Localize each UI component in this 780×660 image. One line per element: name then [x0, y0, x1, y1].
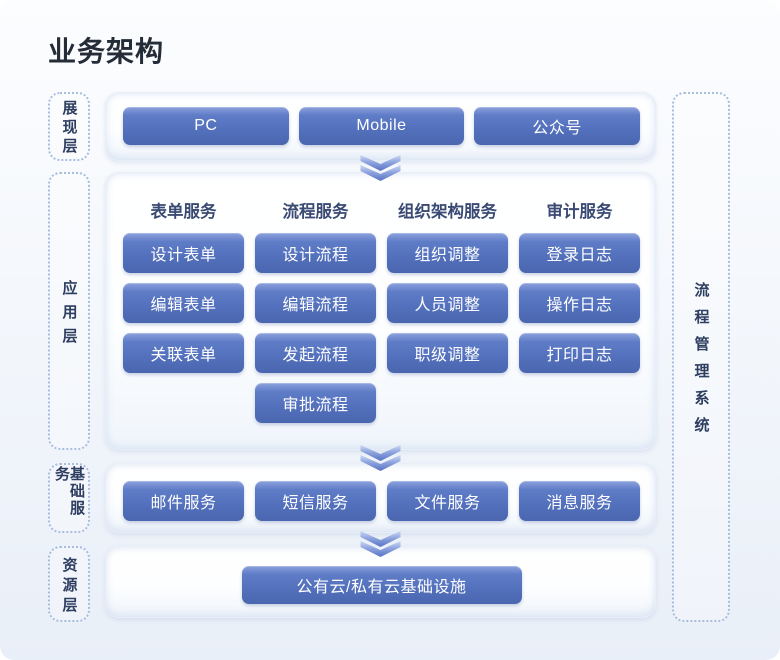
- layer-tag-label: 展现层: [60, 100, 78, 157]
- service-column-header: 组织架构服务: [398, 203, 497, 221]
- application-node[interactable]: 职级调整: [387, 333, 508, 373]
- application-node[interactable]: 人员调整: [387, 283, 508, 323]
- application-columns: 表单服务设计表单编辑表单关联表单流程服务设计流程编辑流程发起流程审批流程组织架构…: [123, 200, 640, 423]
- application-node[interactable]: 发起流程: [255, 333, 376, 373]
- application-node[interactable]: 打印日志: [519, 333, 640, 373]
- page-title: 业务架构: [48, 36, 165, 67]
- layer-tag-resource: 资源层: [48, 546, 90, 622]
- application-node[interactable]: 组织调整: [387, 233, 508, 273]
- chevron-double-down-icon: [358, 155, 403, 181]
- chevron-double-down-icon: [358, 531, 403, 557]
- service-column: 流程服务设计流程编辑流程发起流程审批流程: [255, 200, 376, 423]
- service-column: 表单服务设计表单编辑表单关联表单: [123, 200, 244, 423]
- service-column: 审计服务登录日志操作日志打印日志: [519, 200, 640, 423]
- layer-tag-basic-services: 基础服务: [48, 463, 90, 533]
- resource-items: 公有云/私有云基础设施: [123, 566, 640, 604]
- basic-services-items: 邮件服务短信服务文件服务消息服务: [123, 481, 640, 521]
- basic-service-node[interactable]: 短信服务: [255, 481, 376, 521]
- application-node[interactable]: 关联表单: [123, 333, 244, 373]
- basic-service-node[interactable]: 文件服务: [387, 481, 508, 521]
- service-column-header: 审计服务: [546, 203, 613, 221]
- chevron-double-down-icon: [358, 445, 403, 471]
- application-layer-card: 表单服务设计表单编辑表单关联表单流程服务设计流程编辑流程发起流程审批流程组织架构…: [105, 172, 656, 450]
- basic-service-node[interactable]: 消息服务: [519, 481, 640, 521]
- application-node[interactable]: 设计流程: [255, 233, 376, 273]
- basic-services-card: 邮件服务短信服务文件服务消息服务: [105, 463, 656, 533]
- resource-layer-card: 公有云/私有云基础设施: [105, 546, 656, 618]
- resource-node[interactable]: 公有云/私有云基础设施: [241, 566, 522, 604]
- application-node[interactable]: 设计表单: [123, 233, 244, 273]
- application-node[interactable]: 编辑表单: [123, 283, 244, 323]
- application-node[interactable]: 登录日志: [519, 233, 640, 273]
- application-node[interactable]: 操作日志: [519, 283, 640, 323]
- presentation-node[interactable]: Mobile: [298, 107, 465, 145]
- service-column-header: 流程服务: [282, 203, 349, 221]
- basic-service-node[interactable]: 邮件服务: [123, 481, 244, 521]
- layer-tag-label: 应用层: [60, 280, 78, 352]
- presentation-node[interactable]: PC: [123, 107, 289, 145]
- application-node[interactable]: 审批流程: [255, 383, 376, 423]
- layer-tag-label: 流程管理系统: [692, 282, 710, 444]
- application-node[interactable]: 编辑流程: [255, 283, 376, 323]
- layer-tag-process-management-system: 流程管理系统: [672, 92, 730, 622]
- layer-tag-application: 应用层: [48, 172, 90, 450]
- layer-tag-presentation: 展现层: [48, 92, 90, 161]
- service-column: 组织架构服务组织调整人员调整职级调整: [387, 200, 508, 423]
- layer-tag-label: 基础服务: [53, 466, 85, 517]
- presentation-node[interactable]: 公众号: [474, 107, 640, 145]
- service-column-header: 表单服务: [150, 203, 217, 221]
- layer-tag-label: 资源层: [60, 557, 78, 617]
